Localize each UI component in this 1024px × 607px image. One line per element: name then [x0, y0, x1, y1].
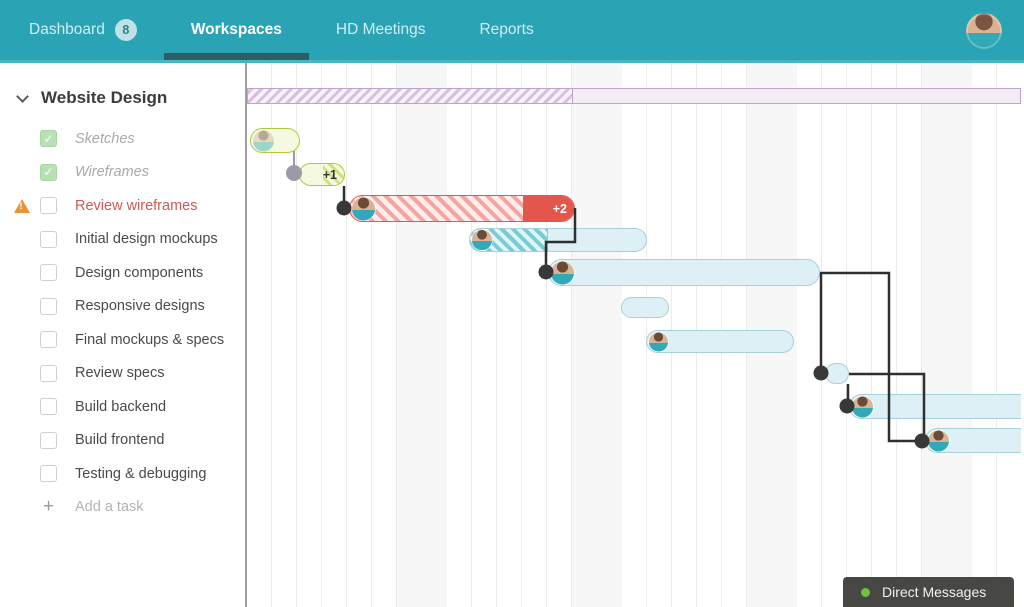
task-row-build-backend[interactable]: Build backend — [0, 390, 245, 424]
olive-hatch-segment — [323, 164, 344, 185]
gantt-bar-review-specs[interactable] — [825, 363, 849, 384]
add-task-button[interactable]: + Add a task — [0, 491, 245, 525]
task-checkbox[interactable] — [40, 331, 57, 349]
task-label: Review specs — [75, 365, 165, 382]
assignee-avatar — [253, 130, 274, 151]
task-label: Sketches — [75, 130, 135, 147]
task-row-review-wireframes[interactable]: Review wireframes — [0, 189, 245, 223]
task-row-review-specs[interactable]: Review specs — [0, 357, 245, 391]
weekend-band — [922, 60, 972, 607]
task-label: Initial design mockups — [75, 231, 218, 248]
project-title: Website Design — [41, 88, 168, 107]
gantt-bar-initial-design-mockups[interactable] — [469, 228, 647, 252]
task-checkbox[interactable] — [40, 230, 57, 248]
task-checkbox[interactable] — [40, 364, 57, 382]
task-label: Review wireframes — [75, 197, 198, 214]
task-label: Responsive designs — [75, 298, 205, 315]
task-row-wireframes[interactable]: ✓ Wireframes — [0, 156, 245, 190]
assignee-avatar — [649, 332, 668, 351]
nav-item-workspaces[interactable]: Workspaces — [163, 0, 309, 63]
add-task-label: Add a task — [75, 499, 144, 516]
gantt-bar-build-frontend[interactable] — [925, 428, 1021, 453]
project-header[interactable]: Website Design — [16, 88, 245, 108]
task-checkbox[interactable] — [40, 264, 57, 282]
nav-item-hd-meetings[interactable]: HD Meetings — [309, 0, 453, 60]
nav-bottom-strip — [0, 60, 1024, 63]
direct-messages-label: Direct Messages — [882, 584, 987, 600]
task-checkbox[interactable]: ✓ — [40, 130, 57, 148]
gantt-bar-sketches[interactable] — [250, 128, 300, 153]
weekend-band — [397, 60, 447, 607]
red-solid-segment — [523, 196, 574, 221]
gantt-bar-final-mockups-specs[interactable] — [646, 330, 794, 353]
nav-item-label: Workspaces — [190, 21, 282, 38]
task-sidebar: Website Design ✓ Sketches ✓ WireframesRevie… — [0, 60, 247, 607]
online-status-dot — [861, 587, 870, 597]
dependency-dot[interactable] — [286, 165, 302, 181]
task-checkbox[interactable] — [40, 297, 57, 315]
task-row-build-frontend[interactable]: Build frontend — [0, 424, 245, 458]
dependency-dot[interactable] — [839, 398, 855, 414]
nav-item-label: Dashboard — [29, 21, 105, 38]
project-progress-hatch — [248, 89, 573, 103]
task-row-design-components[interactable]: Design components — [0, 256, 245, 290]
task-row-responsive-designs[interactable]: Responsive designs — [0, 290, 245, 324]
top-nav: Dashboard 8 Workspaces HD Meetings Reports — [0, 0, 1024, 63]
assignee-avatar — [551, 261, 574, 284]
red-hatch-segment — [350, 196, 523, 221]
task-checkbox[interactable] — [40, 197, 57, 215]
nav-item-label: Reports — [479, 21, 534, 38]
task-label: Design components — [75, 264, 204, 281]
task-checkbox[interactable]: ✓ — [40, 163, 57, 181]
gantt-bar-build-backend[interactable] — [849, 394, 1021, 419]
gantt-bar-responsive-designs[interactable] — [621, 297, 669, 318]
task-row-final-mockups-specs[interactable]: Final mockups & specs — [0, 323, 245, 357]
task-label: Wireframes — [75, 164, 149, 181]
main-area: Website Design ✓ Sketches ✓ WireframesRevie… — [0, 60, 1024, 607]
weekend-band — [572, 60, 622, 607]
dependency-dot[interactable] — [813, 365, 829, 381]
task-checkbox[interactable] — [40, 465, 57, 483]
notification-badge: 8 — [114, 19, 137, 41]
chevron-down-icon[interactable] — [16, 89, 29, 103]
task-list: ✓ Sketches ✓ WireframesReview wireframesIni… — [0, 122, 245, 491]
dependency-dot[interactable] — [914, 433, 930, 449]
dependency-lines-layer — [286, 151, 930, 449]
task-label: Testing & debugging — [75, 465, 207, 482]
assignee-avatar — [352, 197, 375, 220]
task-row-sketches[interactable]: ✓ Sketches — [0, 122, 245, 156]
more-assignees-badge: +1 — [322, 167, 337, 182]
dependency-dot[interactable] — [538, 264, 554, 280]
assignee-avatar — [928, 430, 949, 451]
gantt-bar-design-components[interactable] — [548, 259, 820, 286]
gantt-chart[interactable]: +1 +2 — [247, 60, 1021, 607]
warning-slot — [14, 198, 40, 213]
task-checkbox[interactable] — [40, 398, 57, 416]
more-assignees-badge: +2 — [552, 201, 567, 216]
direct-messages-button[interactable]: Direct Messages — [843, 577, 1014, 607]
nav-item-label: HD Meetings — [335, 21, 426, 38]
nav-item-dashboard[interactable]: Dashboard 8 — [2, 0, 164, 60]
task-label: Build frontend — [75, 432, 165, 449]
gantt-bar-wireframes[interactable]: +1 — [299, 163, 345, 186]
warning-icon — [14, 198, 30, 213]
assignee-avatar — [852, 396, 873, 417]
plus-icon: + — [42, 496, 55, 518]
project-timeline-bar[interactable] — [247, 88, 1021, 104]
nav-item-reports[interactable]: Reports — [452, 0, 560, 60]
gantt-bar-review-wireframes[interactable]: +2 — [349, 195, 575, 222]
task-row-initial-design-mockups[interactable]: Initial design mockups — [0, 223, 245, 257]
task-label: Final mockups & specs — [75, 331, 225, 348]
user-avatar[interactable] — [966, 13, 1002, 49]
task-checkbox[interactable] — [40, 431, 57, 449]
dependency-dot[interactable] — [336, 200, 352, 216]
assignee-avatar — [472, 230, 492, 250]
task-label: Build backend — [75, 398, 167, 415]
task-row-testing-debugging[interactable]: Testing & debugging — [0, 457, 245, 491]
